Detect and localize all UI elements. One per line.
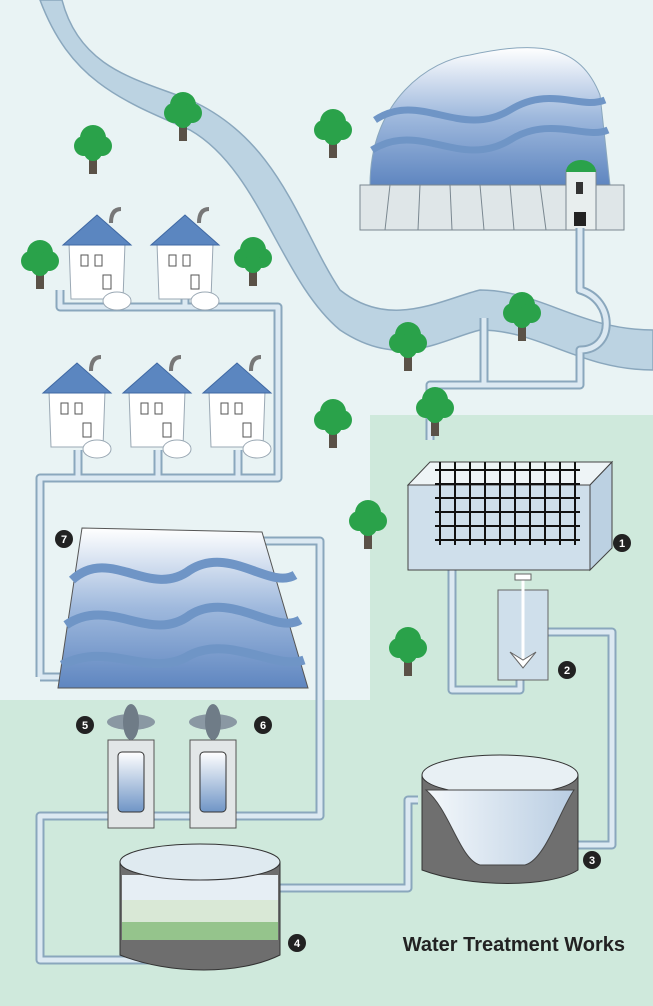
step-marker-6-label: 6: [260, 720, 266, 732]
step-marker-1: 1: [613, 534, 631, 552]
filter-bed: [119, 843, 281, 971]
mixing-tank: [497, 573, 549, 681]
step-marker-5: 5: [76, 716, 94, 734]
step-marker-1-label: 1: [619, 538, 625, 550]
step-marker-3: 3: [583, 851, 601, 869]
storage-tank: [57, 527, 309, 689]
tap-6: [189, 704, 237, 829]
step-marker-4: 4: [288, 934, 306, 952]
reservoir: [359, 47, 625, 231]
step-marker-6: 6: [254, 716, 272, 734]
step-marker-3-label: 3: [589, 855, 595, 867]
dosing-taps: [107, 704, 237, 829]
step-marker-2: 2: [558, 661, 576, 679]
step-marker-7: 7: [55, 530, 73, 548]
tap-5: [107, 704, 155, 829]
step-marker-7-label: 7: [61, 534, 67, 546]
step-marker-4-label: 4: [294, 938, 301, 950]
step-markers: 1 2 3 4 5 6 7: [55, 530, 631, 952]
settling-tank: [421, 754, 579, 884]
diagram-title: Water Treatment Works: [403, 934, 625, 956]
step-marker-5-label: 5: [82, 720, 88, 732]
step-marker-2-label: 2: [564, 665, 570, 677]
screening-tank: [406, 460, 614, 572]
